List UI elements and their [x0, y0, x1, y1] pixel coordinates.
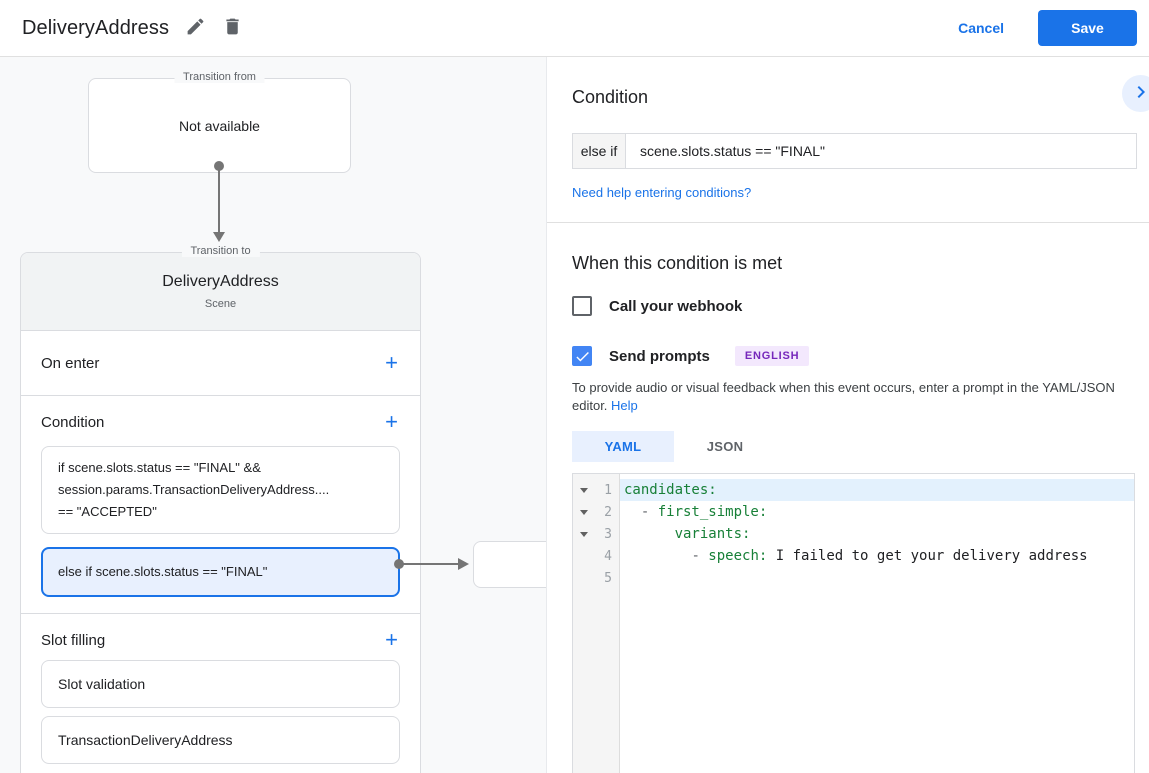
- webhook-checkbox[interactable]: [572, 296, 592, 316]
- webhook-row: Call your webhook: [572, 296, 742, 316]
- save-button[interactable]: Save: [1038, 10, 1137, 46]
- editor-tabs: YAML JSON: [572, 431, 776, 462]
- help-link[interactable]: Help: [611, 397, 638, 413]
- line-number: 4: [604, 548, 612, 564]
- code-line[interactable]: variants:: [674, 526, 751, 542]
- line-number: 5: [604, 570, 612, 586]
- pencil-icon: [185, 16, 206, 40]
- line-number: 3: [604, 526, 612, 542]
- chevron-right-icon: [1129, 80, 1149, 107]
- connector-dot: [394, 559, 404, 569]
- code-line[interactable]: - speech: I failed to get your delivery …: [691, 548, 1088, 564]
- transition-from-legend: Transition from: [174, 71, 265, 83]
- gutter-row: 1: [573, 479, 619, 501]
- code-line[interactable]: candidates:: [620, 479, 1134, 501]
- webhook-label[interactable]: Call your webhook: [609, 297, 743, 315]
- prompt-description: To provide audio or visual feedback when…: [572, 379, 1137, 414]
- slot-item-validation[interactable]: Slot validation: [41, 660, 400, 708]
- gutter-row: 4: [573, 545, 619, 567]
- condition-section-label: Condition: [41, 413, 105, 431]
- condition-input-row: else if scene.slots.status == "FINAL": [572, 133, 1137, 169]
- connector-line-right: [403, 563, 458, 565]
- scene-card-header[interactable]: DeliveryAddress Scene: [21, 253, 420, 331]
- fold-toggle-icon[interactable]: [577, 487, 591, 493]
- gutter-row: 2: [573, 501, 619, 523]
- scene-name: DeliveryAddress: [162, 273, 279, 290]
- scene-card: Transition to DeliveryAddress Scene On e…: [20, 245, 421, 773]
- gutter-row: 3: [573, 523, 619, 545]
- line-number: 2: [604, 504, 612, 520]
- arrow-down-icon: [213, 232, 225, 242]
- checkmark-icon: [574, 348, 591, 365]
- slot-filling-label: Slot filling: [41, 631, 106, 649]
- send-prompts-checkbox[interactable]: [572, 346, 592, 366]
- fold-toggle-icon[interactable]: [577, 509, 591, 515]
- add-on-enter-button[interactable]: +: [385, 350, 398, 375]
- send-prompts-label[interactable]: Send prompts: [609, 347, 710, 365]
- condition-item-else-if[interactable]: else if scene.slots.status == "FINAL": [41, 547, 400, 597]
- panel-title: Condition: [572, 87, 649, 107]
- editor-code-area[interactable]: candidates: - first_simple: variants: - …: [620, 474, 1134, 773]
- transition-from-node: Transition from Not available: [88, 71, 351, 173]
- slot-filling-section: Slot filling + Slot validation Transacti…: [21, 614, 420, 773]
- condition-editor-panel: Condition else if scene.slots.status == …: [547, 57, 1149, 773]
- top-app-bar: DeliveryAddress Cancel Save: [0, 0, 1149, 57]
- edit-scene-button[interactable]: [185, 16, 206, 40]
- on-enter-label: On enter: [41, 354, 100, 372]
- condition-section: Condition + if scene.slots.status == "FI…: [21, 396, 420, 614]
- tab-json[interactable]: JSON: [674, 431, 776, 462]
- send-prompts-row: Send prompts ENGLISH: [572, 346, 810, 366]
- tab-yaml[interactable]: YAML: [572, 431, 674, 462]
- condition-item-if[interactable]: if scene.slots.status == "FINAL" && sess…: [41, 446, 400, 534]
- transition-to-legend: Transition to: [181, 245, 260, 257]
- condition-prefix-label: else if: [573, 134, 626, 168]
- fold-toggle-icon[interactable]: [577, 531, 591, 537]
- add-slot-button[interactable]: +: [385, 627, 398, 652]
- editor-gutter: 1 2 3 4 5: [573, 474, 620, 773]
- scene-diagram-panel: Transition from Not available Transition…: [0, 57, 547, 773]
- on-enter-section: On enter +: [21, 331, 420, 396]
- gutter-row: 5: [573, 567, 619, 589]
- code-line[interactable]: [620, 567, 1134, 589]
- trash-icon: [222, 16, 243, 40]
- line-number: 1: [604, 482, 612, 498]
- divider: [547, 222, 1149, 223]
- conditions-help-link[interactable]: Need help entering conditions?: [572, 185, 752, 200]
- connector-line-down: [218, 166, 220, 232]
- delete-scene-button[interactable]: [222, 16, 243, 40]
- slot-item-transaction-delivery-address[interactable]: TransactionDeliveryAddress: [41, 716, 400, 764]
- yaml-editor: 1 2 3 4 5 candidates: - first_simple: varian…: [572, 473, 1135, 773]
- add-condition-button[interactable]: +: [385, 409, 398, 434]
- scene-type-label: Scene: [204, 298, 237, 310]
- description-text: To provide audio or visual feedback when…: [572, 380, 1115, 413]
- cancel-button[interactable]: Cancel: [958, 20, 1004, 36]
- collapse-panel-button[interactable]: [1122, 75, 1149, 112]
- code-line[interactable]: - first_simple:: [640, 504, 768, 520]
- transition-target-node[interactable]: [473, 541, 546, 588]
- condition-expression-input[interactable]: scene.slots.status == "FINAL": [640, 143, 826, 159]
- condition-met-title: When this condition is met: [572, 253, 783, 273]
- arrow-right-icon: [458, 558, 469, 570]
- language-badge: ENGLISH: [734, 346, 810, 366]
- page-title: DeliveryAddress: [22, 16, 170, 39]
- transition-from-content: Not available: [179, 117, 260, 134]
